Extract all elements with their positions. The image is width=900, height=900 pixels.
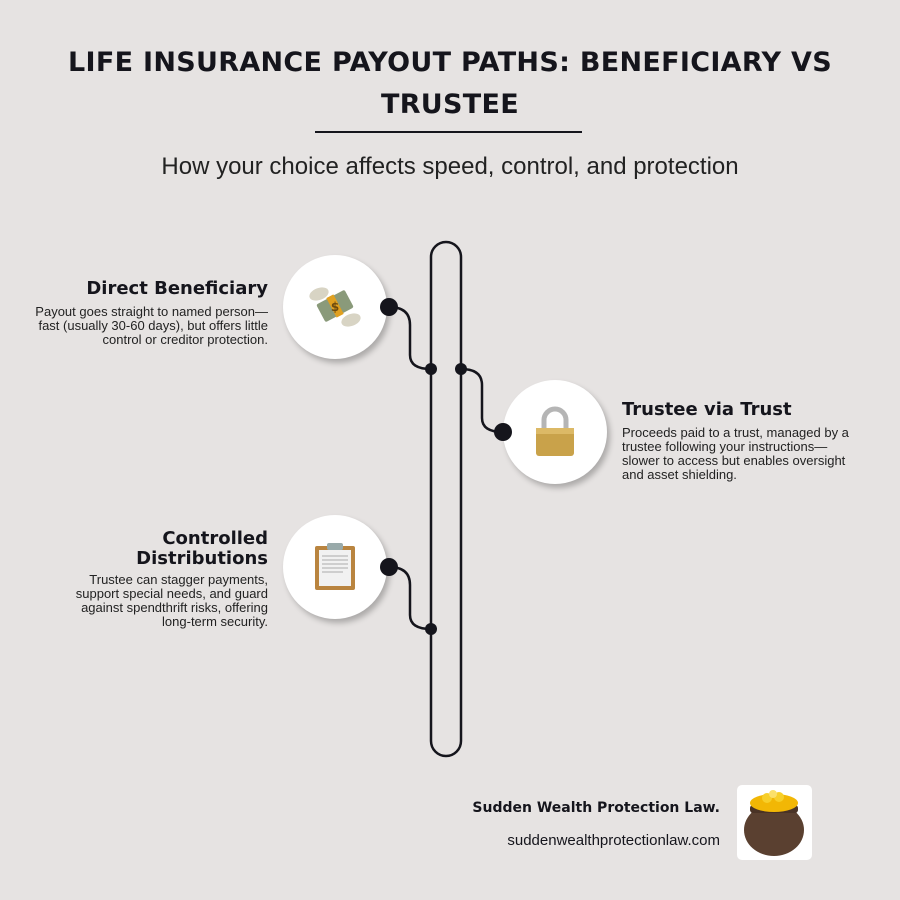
node-trustee [494,423,512,441]
page-subtitle: How your choice affects speed, control, … [161,153,739,180]
node-controlled [380,558,398,576]
trustee-bubble [503,380,607,484]
brand-name: Sudden Wealth Protection Law. [472,800,720,816]
brand-url[interactable]: suddenwealthprotectionlaw.com [507,832,720,849]
direct-beneficiary-bubble: $ [283,255,387,359]
junction-trustee [455,363,467,375]
money-with-wings-icon: $ [309,287,361,327]
pot-of-gold-icon [744,790,804,856]
junction-direct [425,363,437,375]
trustee-title: Trustee via Trust [622,399,792,420]
title-divider [315,131,582,133]
direct-beneficiary-title: Direct Beneficiary [86,278,268,299]
junction-controlled [425,623,437,635]
direct-beneficiary-text: Payout goes straight to named person—fas… [35,304,268,347]
connector-direct [388,305,432,371]
padlock-icon [536,406,574,456]
controlled-block: Controlled Distributions Trustee can sta… [68,529,268,629]
controlled-text: Trustee can stagger payments, support sp… [75,572,268,629]
trustee-text: Proceeds paid to a trust, managed by a t… [622,425,849,482]
direct-beneficiary-block: Direct Beneficiary Payout goes straight … [28,279,268,347]
controlled-bubble [283,515,387,619]
connector-controlled [388,565,432,631]
page-title: LIFE INSURANCE PAYOUT PATHS: BENEFICIARY… [68,47,832,120]
controlled-title: Controlled Distributions [136,528,268,569]
node-direct [380,298,398,316]
svg-text:$: $ [331,300,339,314]
brand-logo [737,785,812,860]
trustee-block: Trustee via Trust Proceeds paid to a tru… [622,400,852,482]
connector-trustee [460,367,504,434]
track-capsule [429,240,463,758]
clipboard-icon [315,543,355,590]
